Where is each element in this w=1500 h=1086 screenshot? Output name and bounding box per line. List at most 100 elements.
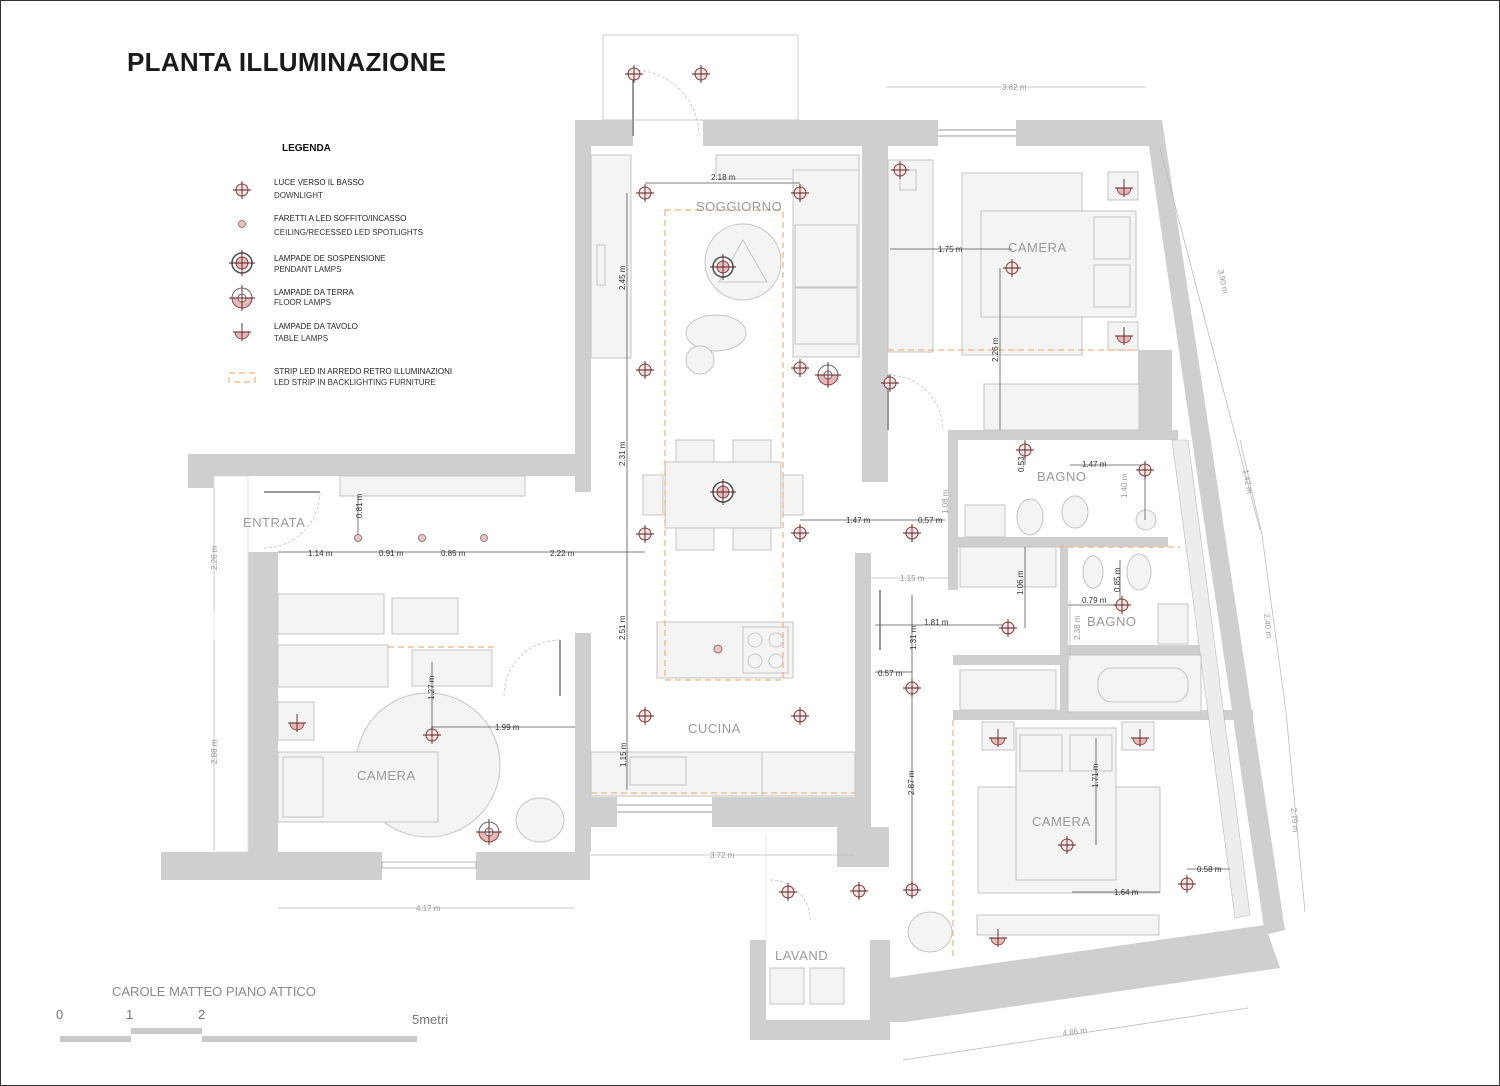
legend-spotlight-icon (238, 220, 246, 228)
dim-label: 1.31 m (909, 625, 918, 650)
dim-label: 2.26 m (210, 545, 219, 570)
downlight-icon (635, 183, 655, 203)
dim-label: 1.15 m (900, 574, 925, 583)
dim-label: 2.38 m (1073, 615, 1082, 640)
downlight-icon (902, 880, 922, 900)
dim-label: 2.22 m (550, 549, 575, 558)
dim-label: 2.79 m (1289, 807, 1300, 832)
dim-label: 0.57 m (918, 516, 943, 525)
legend-pendant-icon (228, 249, 256, 277)
dim-label: 3.62 m (1002, 83, 1027, 92)
room-label-camera-right: CAMERA (1032, 814, 1091, 829)
legend-item-6-label: STRIP LED IN ARREDO RETRO ILLUMINAZIONI (274, 367, 452, 376)
dim-label: 2.18 m (711, 173, 736, 182)
scale-tick-5: 5metri (412, 1012, 449, 1027)
dim-label: 4.17 m (416, 904, 441, 913)
dim-label: 2.88 m (210, 739, 219, 764)
room-label-soggiorno: SOGGIORNO (696, 199, 782, 214)
dim-label: 1.06 m (1016, 570, 1025, 595)
legend-led-strip-icon (228, 372, 256, 383)
spotlight-icon (354, 534, 362, 542)
dim-label: 1.40 m (1120, 473, 1129, 498)
furniture (277, 154, 1202, 1005)
legend-item-2-label: FARETTI A LED SOFFITO/INCASSO (274, 214, 406, 223)
project-subtitle: CAROLE MATTEO PIANO ATTICO (112, 984, 316, 999)
dim-label: 3.72 m (710, 851, 735, 860)
legend-item-3-label: LAMPADE DE SOSPENSIONE (274, 254, 385, 263)
dim-label: 1.27 m (427, 675, 436, 700)
dim-label: 1.71 m (1091, 763, 1100, 788)
dim-label: 1.15 m (619, 742, 628, 767)
dim-label: 0.85 m (441, 549, 466, 558)
room-label-entrata: ENTRATA (243, 515, 305, 530)
room-label-bagno-mid: BAGNO (1087, 614, 1136, 629)
room-label-bagno-top: BAGNO (1037, 469, 1086, 484)
legend-table-lamp-icon (232, 322, 252, 342)
dim-label: 1.81 m (924, 618, 949, 627)
dim-label: 2.26 m (991, 337, 1000, 362)
downlight-icon (1135, 460, 1155, 480)
dim-label: 0.79 m (1082, 596, 1107, 605)
downlight-icon (902, 523, 922, 543)
dim-label: 2.31 m (618, 441, 627, 466)
dim-label: 1.64 m (1114, 888, 1139, 897)
downlight-icon (790, 358, 810, 378)
legend-downlight-icon (232, 180, 252, 200)
dim-label: 1.47 m (1082, 460, 1107, 469)
dimension-lines (213, 86, 1306, 1061)
dim-label: 1.47 m (846, 516, 871, 525)
room-label-cucina: CUCINA (688, 721, 741, 736)
dim-label: 2.51 m (618, 615, 627, 640)
legend-floor-lamp-icon (228, 284, 256, 312)
room-label-camera-left: CAMERA (357, 768, 416, 783)
downlight-icon (691, 64, 711, 84)
scale-tick-1: 1 (126, 1007, 134, 1022)
dimension-labels: 2.18 m 3.62 m 1.75 m 2.45 m 3.90 m 2.26 … (210, 83, 1300, 1038)
dim-label: 0.53 m (1017, 447, 1026, 472)
downlight-icon (849, 881, 869, 901)
spotlight-icon (480, 534, 488, 542)
legend-item-5-label: LAMPADE DA TAVOLO (274, 322, 358, 331)
downlight-icon (778, 882, 798, 902)
spotlight-icon (418, 534, 426, 542)
dim-label: 0.85 m (1113, 567, 1122, 592)
downlight-icon (902, 678, 922, 698)
walls (161, 120, 1285, 1040)
downlight-icon (635, 524, 655, 544)
legend-item-6-sub: LED STRIP IN BACKLIGHTING FURNITURE (274, 378, 436, 387)
scale-bar (60, 1028, 417, 1042)
dim-label: 0.58 m (1197, 865, 1222, 874)
dim-label: 1.75 m (938, 245, 963, 254)
dim-label: 1.99 m (495, 723, 520, 732)
led-strips (388, 209, 1180, 960)
legend-item-1-label: LUCE VERSO IL BASSO (274, 178, 364, 187)
downlight-icon (790, 706, 810, 726)
dim-label: 1.08 m (941, 489, 950, 514)
scale-tick-0: 0 (56, 1007, 64, 1022)
dim-label: 2.40 m (1262, 613, 1274, 639)
dim-label: 2.87 m (907, 770, 916, 795)
dim-label: 4.86 m (1062, 1026, 1088, 1038)
light-fixtures (287, 64, 1197, 948)
legend-item-4-sub: FLOOR LAMPS (274, 298, 331, 307)
legend-item-2-sub: CEILING/RECESSED LED SPOTLIGHTS (274, 228, 423, 237)
dim-label: 1.42 m (1241, 469, 1254, 495)
room-label-lavand: LAVAND (775, 948, 828, 963)
room-label-camera-top: CAMERA (1008, 240, 1067, 255)
page-title: PLANTA ILLUMINAZIONE (127, 47, 447, 77)
dim-label: 1.14 m (308, 549, 333, 558)
dim-label: 0.57 m (878, 669, 903, 678)
legend-title: LEGENDA (282, 143, 331, 154)
legend-item-1-sub: DOWNLIGHT (274, 191, 323, 200)
dim-label: 2.45 m (618, 265, 627, 290)
downlight-icon (790, 523, 810, 543)
downlight-icon (1177, 874, 1197, 894)
room-labels: SOGGIORNO CAMERA BAGNO ENTRATA BAGNO CUC… (243, 199, 1136, 963)
dim-label: 0.81 m (355, 493, 364, 518)
floor-lamp-icon (814, 361, 842, 389)
downlight-icon (635, 360, 655, 380)
legend-item-4-label: LAMPADE DA TERRA (274, 288, 354, 297)
dim-label: 3.90 m (1216, 269, 1230, 295)
spotlight-icon (713, 644, 723, 654)
